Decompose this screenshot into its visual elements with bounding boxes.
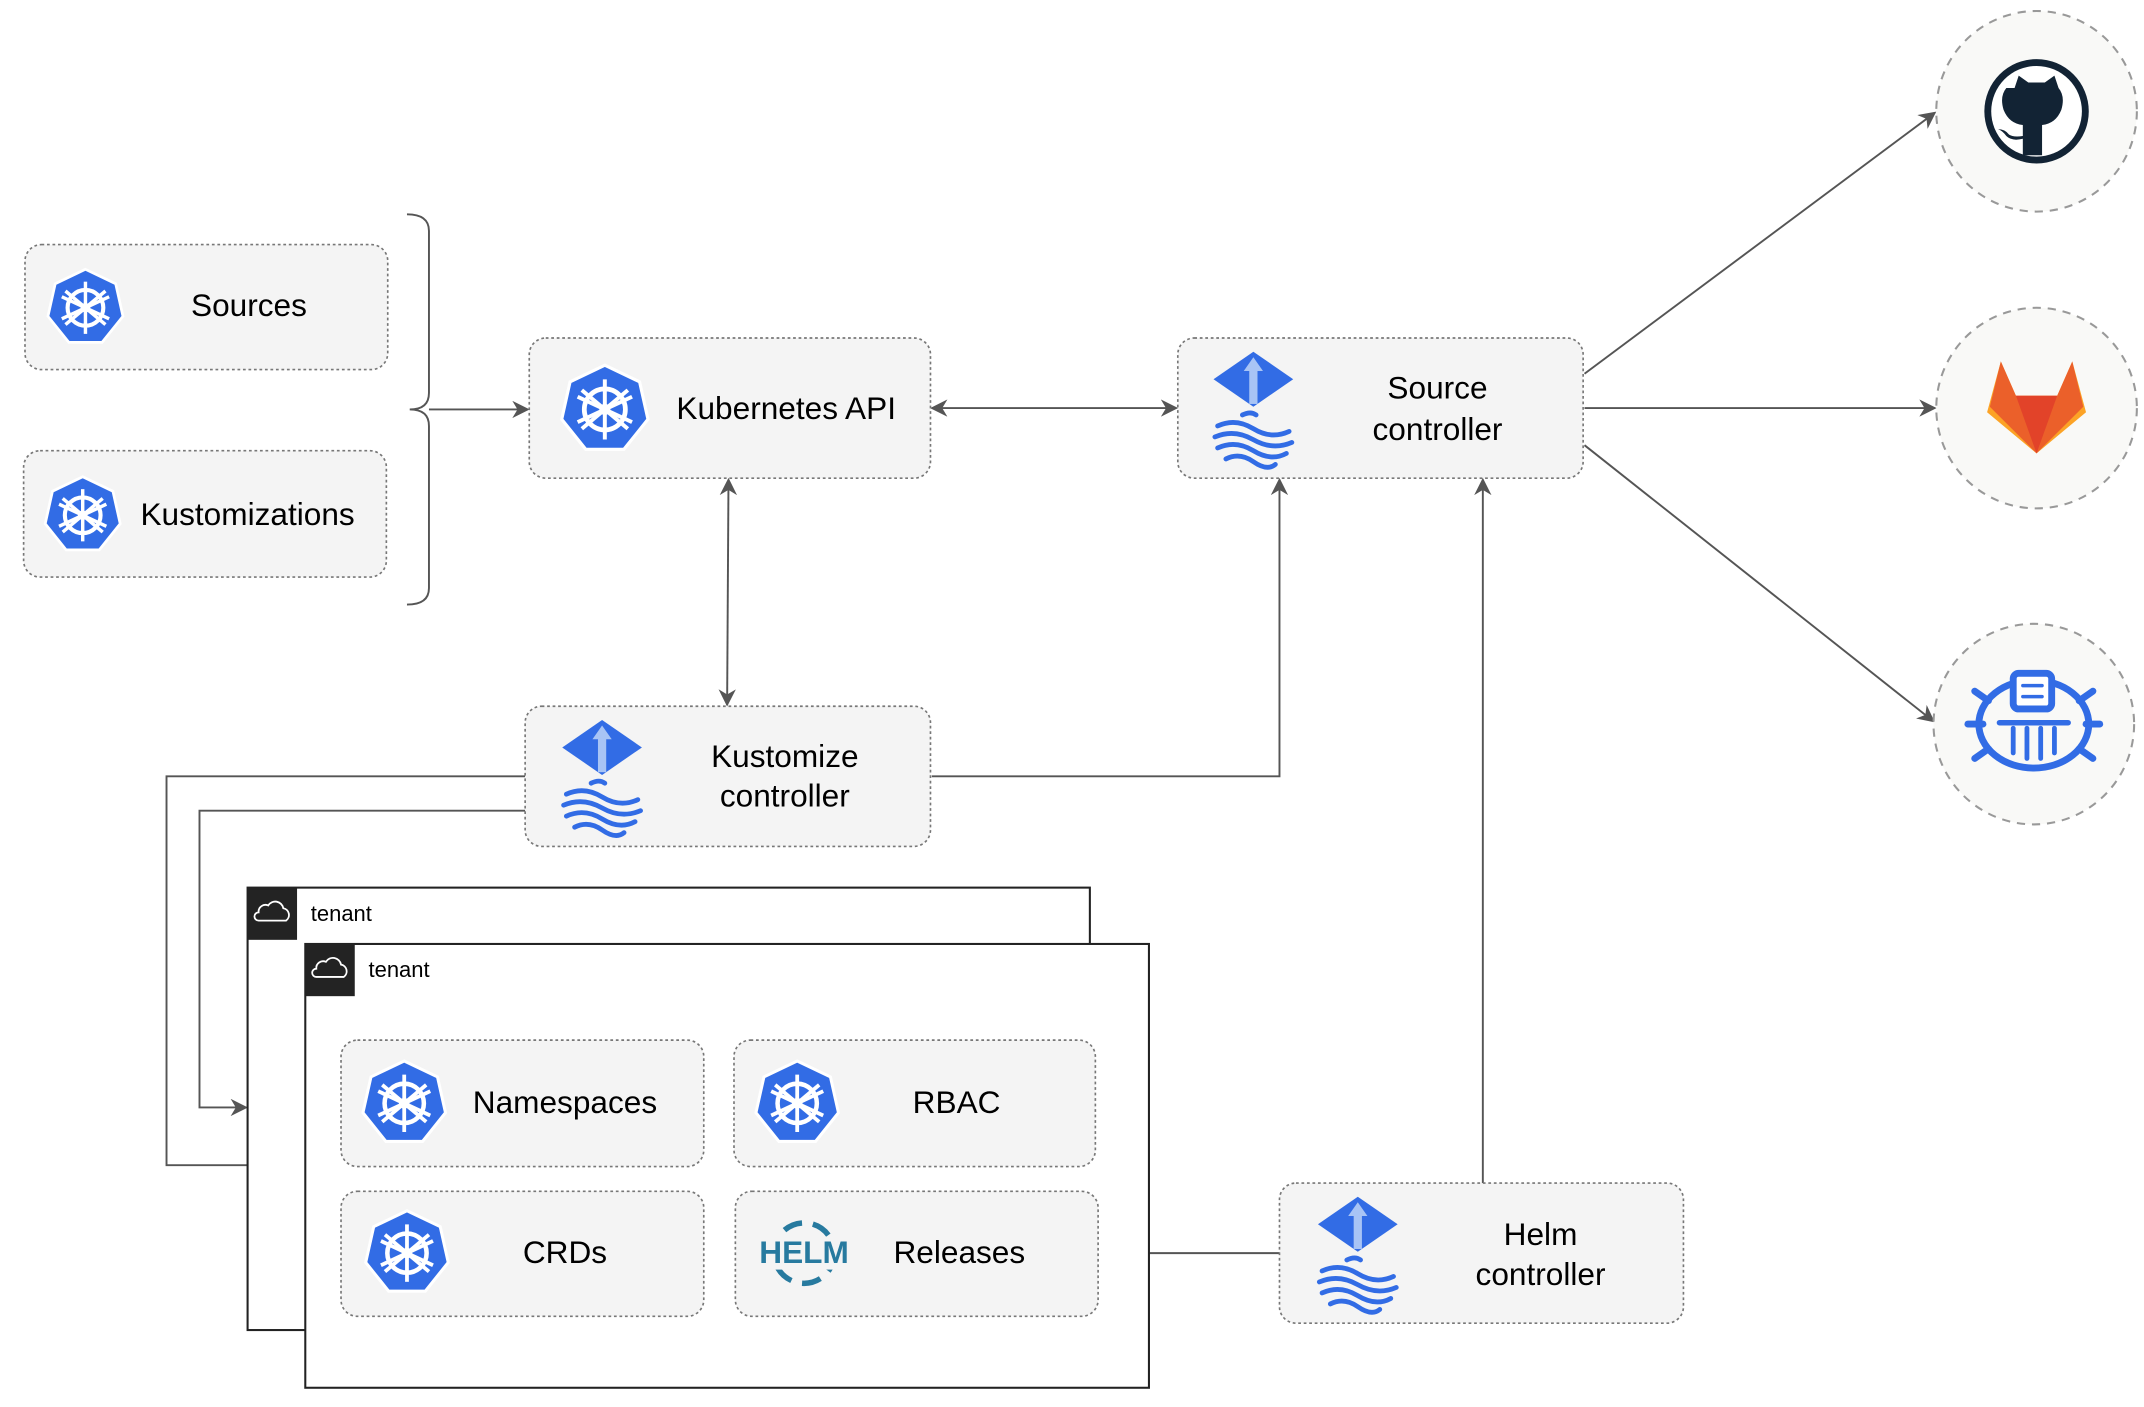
kustomizations-label: Kustomizations [140, 496, 354, 532]
edge-kustomize-to-source [931, 477, 1289, 778]
tenant-label: tenant [311, 901, 372, 926]
kubernetes-api-label: Kubernetes API [676, 390, 896, 426]
namespaces-node[interactable]: Namespaces [340, 1039, 705, 1168]
kustomize-controller-label-line1: Kustomize [711, 738, 858, 774]
kustomizations-node[interactable]: Kustomizations [22, 449, 388, 578]
rbac-label: RBAC [913, 1084, 1001, 1120]
bucket-node[interactable] [1932, 622, 2136, 826]
edge-kustomize-to-tenant-front [165, 775, 526, 1174]
source-controller-node[interactable]: Source controller [1176, 337, 1584, 479]
kustomize-controller-label-line2: controller [720, 778, 850, 814]
edge-api-kustomize-controller [718, 477, 738, 707]
kubernetes-api-node[interactable]: Kubernetes API [528, 337, 932, 479]
helm-controller-label-line1: Helm [1504, 1216, 1578, 1252]
bucket-icon [1964, 669, 2104, 772]
grouping-brace [406, 213, 430, 606]
gitlab-icon [1987, 361, 2087, 454]
crds-node[interactable]: CRDs [340, 1190, 705, 1318]
sources-node[interactable]: Sources [24, 243, 389, 371]
cloud-icon [304, 943, 356, 998]
edge-kustomize-to-tenant-back [198, 809, 526, 1117]
cloud-icon [246, 886, 298, 941]
gitlab-node[interactable] [1935, 306, 2138, 510]
helm-controller-node[interactable]: Helm controller [1278, 1182, 1685, 1325]
crds-label: CRDs [523, 1234, 607, 1270]
namespaces-label: Namespaces [473, 1084, 657, 1120]
edge-source-to-bucket [1583, 444, 1935, 723]
releases-node[interactable]: HELM Releases [734, 1190, 1099, 1318]
source-controller-label-line2: controller [1373, 411, 1503, 447]
github-icon [1984, 59, 2089, 164]
helm-icon: HELM [757, 1220, 851, 1287]
source-controller-label-line1: Source [1387, 370, 1487, 406]
releases-label: Releases [893, 1234, 1025, 1270]
kustomize-controller-node[interactable]: Kustomize controller [524, 705, 932, 848]
helm-controller-label-line2: controller [1476, 1256, 1606, 1292]
helm-logo-text: HELM [759, 1234, 849, 1270]
tenant-front-group[interactable]: tenant Namespaces RBAC CRDs HELM Release… [304, 942, 1150, 1389]
github-node[interactable] [1935, 9, 2138, 213]
rbac-node[interactable]: RBAC [733, 1039, 1097, 1168]
tenant-label: tenant [369, 957, 430, 982]
edge-source-to-github [1583, 111, 1937, 375]
sources-label: Sources [191, 287, 307, 323]
